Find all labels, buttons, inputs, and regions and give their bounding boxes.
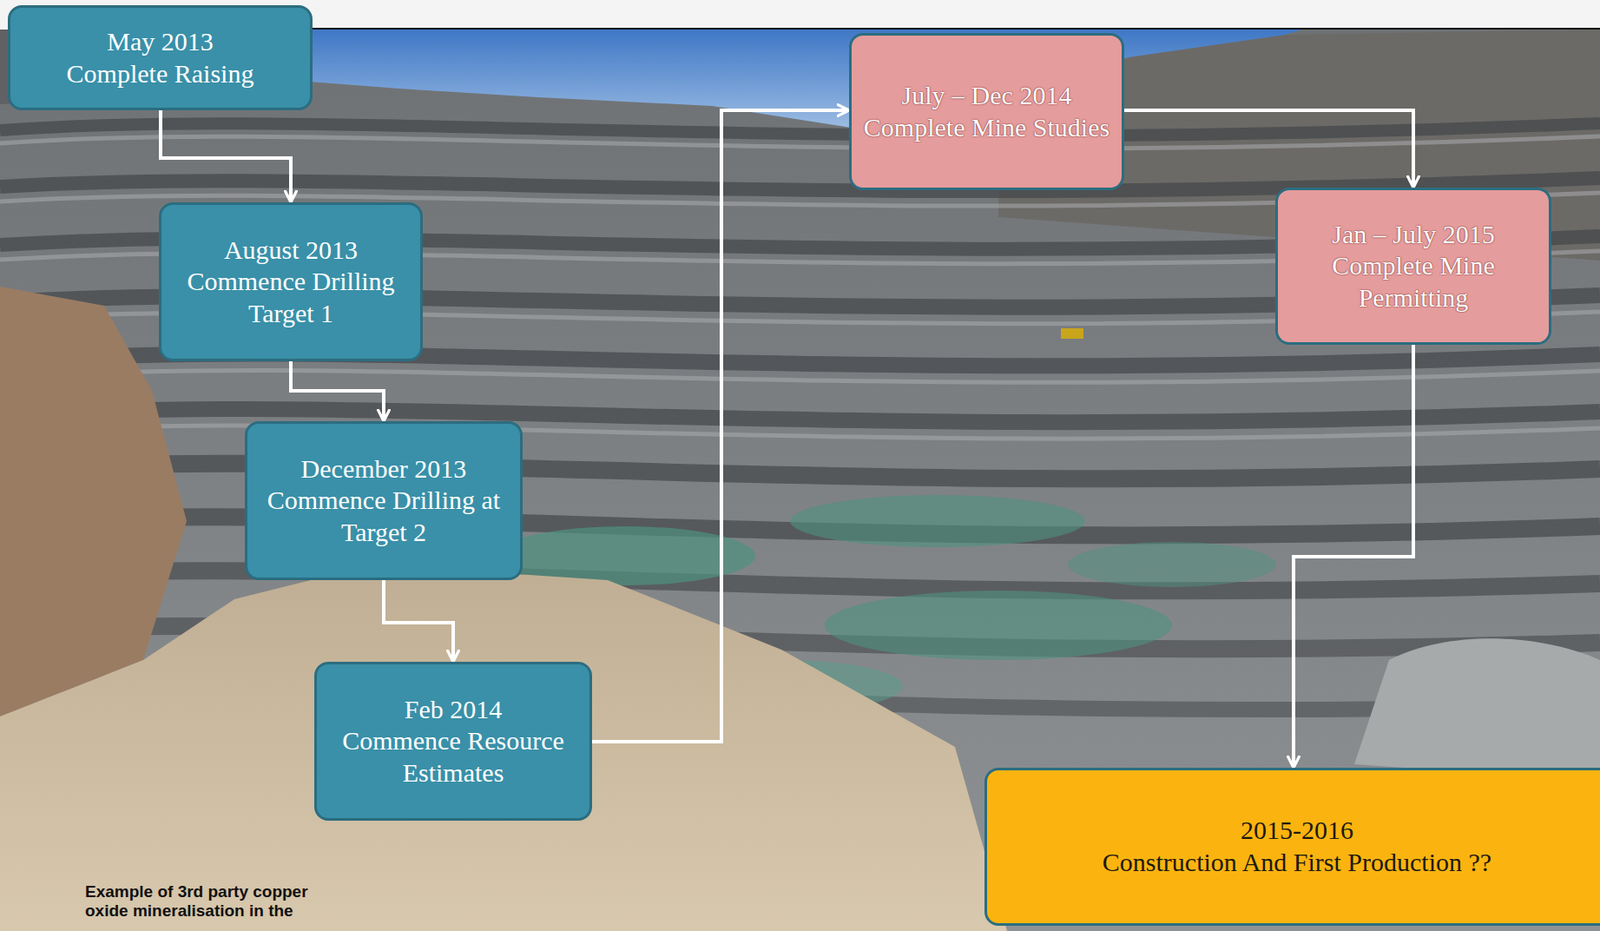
milestone-task: Commence Drilling at Target 2: [257, 484, 510, 548]
bench-shadow: [0, 123, 1600, 136]
bench-shadow: [0, 408, 1600, 422]
copper-oxide-patch: [790, 494, 1086, 547]
bench-edge: [0, 370, 1600, 383]
photo-caption: Example of 3rd party copper oxide minera…: [85, 882, 346, 921]
milestone-date: August 2013: [223, 234, 358, 267]
header-rule: [308, 27, 1600, 30]
milestone-task: Complete Mine Permitting: [1288, 250, 1539, 314]
milestone-box: May 2013Complete Raising: [7, 5, 313, 111]
milestone-date: Jan – July 2015: [1331, 218, 1495, 251]
haul-road: [0, 564, 1008, 931]
milestone-task: Complete Raising: [66, 58, 255, 91]
milestone-box: August 2013Commence Drilling Target 1: [158, 202, 423, 362]
milestone-box: July – Dec 2014Complete Mine Studies: [849, 32, 1125, 191]
milestone-task: Commence Resource Estimates: [327, 724, 580, 789]
milestone-task: Construction And First Production ??: [1102, 846, 1492, 879]
milestone-task: Complete Mine Studies: [863, 111, 1110, 145]
milestone-task: Commence Drilling Target 1: [171, 265, 410, 330]
copper-oxide-patch: [824, 590, 1173, 660]
milestone-box: Jan – July 2015Complete Mine Permitting: [1275, 187, 1552, 345]
goal-box: 2015-2016Construction And First Producti…: [984, 767, 1600, 926]
milestone-date: Feb 2014: [404, 693, 503, 726]
milestone-box: December 2013Commence Drilling at Target…: [244, 421, 523, 580]
bench-edge: [0, 136, 1600, 149]
milestone-date: May 2013: [106, 26, 214, 59]
timeline-arrow: [1293, 344, 1414, 768]
timeline-arrow: [383, 579, 454, 662]
scree-slope: [1354, 638, 1600, 782]
timeline-arrow: [1124, 110, 1414, 188]
timeline-arrow: [290, 361, 384, 422]
timeline-arrow: [160, 110, 291, 203]
milestone-date: 2015-2016: [1240, 814, 1354, 847]
bench-shadow: [0, 570, 1600, 591]
milestone-date: July – Dec 2014: [902, 79, 1073, 112]
copper-oxide-patch: [1067, 541, 1277, 587]
milestone-box: Feb 2014Commence Resource Estimates: [314, 661, 593, 821]
bench-shadow: [0, 463, 1600, 480]
milestone-date: December 2013: [301, 453, 468, 486]
excavator: [1060, 328, 1084, 339]
timeline-arrow: [592, 110, 850, 742]
bench-edge: [0, 425, 1600, 439]
